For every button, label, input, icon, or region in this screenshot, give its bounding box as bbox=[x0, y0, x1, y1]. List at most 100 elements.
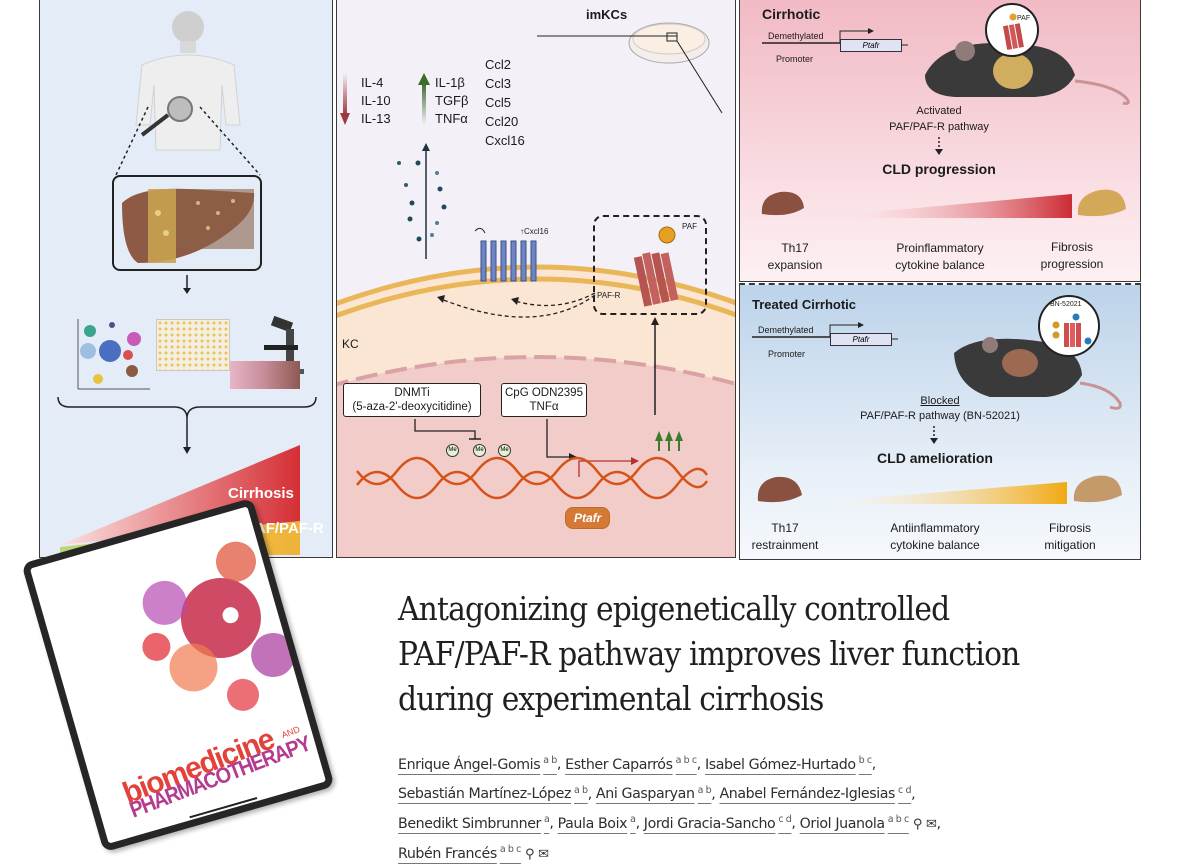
outcome-label: expansion bbox=[767, 258, 823, 272]
author-affiliation[interactable]: c d bbox=[898, 784, 912, 796]
author-affiliation[interactable]: b c bbox=[858, 755, 872, 766]
person-icon[interactable]: ⚲ bbox=[524, 846, 535, 862]
liver-stages-box bbox=[112, 175, 262, 271]
dashed-down-arrow bbox=[935, 137, 943, 155]
antiinflammatory-gradient-bar bbox=[845, 482, 1067, 504]
mail-icon[interactable]: ✉ bbox=[925, 817, 937, 833]
chemokine: Ccl20 bbox=[485, 114, 519, 129]
author-affiliation[interactable]: a b bbox=[574, 784, 588, 796]
author-affiliation[interactable]: a bbox=[630, 814, 636, 826]
liver-icon bbox=[122, 188, 255, 263]
dnmti-box: DNMTi (5-aza-2'-deoxycitidine) bbox=[343, 383, 481, 417]
proinflammatory-gradient-bar bbox=[850, 194, 1072, 218]
down-arrow-red-icon bbox=[340, 73, 350, 125]
methyl-group-icon: Me bbox=[498, 444, 511, 457]
dashed-down-arrow bbox=[930, 426, 938, 444]
person-icon[interactable]: ⚲ bbox=[912, 817, 923, 833]
kc-label: KC bbox=[342, 337, 359, 351]
journal-cover-artwork bbox=[142, 541, 296, 711]
paf-receptor-icon bbox=[1003, 13, 1024, 50]
up-cytokine: TNFα bbox=[435, 111, 468, 126]
chemokine: Ccl3 bbox=[485, 76, 512, 91]
inset-paf-label: PAF bbox=[1017, 15, 1031, 22]
pathway-line-2: PAF/PAF-R pathway (BN-52021) bbox=[860, 410, 1020, 422]
panel-cirrhotic: Cirrhotic Ptafr Demethylated Promoter PA… bbox=[739, 0, 1141, 282]
up-cytokine: IL-1β bbox=[435, 75, 465, 90]
author-affiliation[interactable]: a b c bbox=[887, 814, 910, 826]
outcome-label: cytokine balance bbox=[895, 258, 985, 272]
ptafr-gene-box: Ptafr bbox=[830, 333, 892, 346]
author-affiliation[interactable]: c d bbox=[778, 814, 792, 826]
author-affiliation[interactable]: a bbox=[543, 814, 550, 826]
zoom-lines bbox=[115, 106, 261, 176]
tablet-home-bar bbox=[189, 797, 258, 819]
dnmti-line: (5-aza-2'-deoxycitidine) bbox=[352, 401, 472, 413]
outcome-label: Proinflammatory bbox=[896, 241, 984, 255]
author-affiliation[interactable]: a b bbox=[543, 755, 557, 766]
panel-human-study: Cirrhosis PAF/PAF-R bbox=[39, 0, 333, 558]
cpg-line: CpG ODN2395 bbox=[505, 387, 583, 399]
cxcl16-label: ↑Cxcl16 bbox=[520, 227, 549, 236]
secretion-arrow bbox=[397, 143, 447, 259]
article-title: Antagonizing epigenetically controlled P… bbox=[398, 586, 1020, 721]
author-affiliation[interactable]: a b c bbox=[675, 755, 698, 766]
cirrhotic-title: Cirrhotic bbox=[762, 6, 821, 22]
down-cytokine: IL-4 bbox=[361, 75, 384, 90]
down-cytokine: IL-13 bbox=[361, 111, 391, 126]
cirrhosis-label: Cirrhosis bbox=[228, 485, 294, 502]
up-arrow-green-icon bbox=[418, 73, 430, 125]
author-separator: , bbox=[549, 816, 558, 833]
cxcl16-receptor-icon bbox=[474, 227, 537, 282]
down-arrow-icon bbox=[183, 275, 191, 294]
pathway-line-1: Activated bbox=[916, 105, 962, 117]
author-affiliation[interactable]: a b c bbox=[499, 844, 522, 856]
promoter-label-2: Promoter bbox=[776, 54, 814, 64]
ptafr-gene-box: Ptafr bbox=[840, 39, 902, 52]
outcome-label: Fibrosis bbox=[1050, 240, 1093, 254]
healthy-liver-icon bbox=[757, 476, 802, 503]
paf-pafr-label: PAF/PAF-R bbox=[246, 520, 324, 537]
article-title-line: PAF/PAF-R pathway improves liver functio… bbox=[398, 634, 1020, 673]
methyl-group-icon: Me bbox=[473, 444, 486, 457]
author-separator: , bbox=[696, 756, 705, 773]
author-separator: , bbox=[936, 816, 941, 833]
article-title-line: during experimental cirrhosis bbox=[398, 679, 824, 718]
author-separator: , bbox=[871, 756, 877, 773]
cpg-box: CpG ODN2395 TNFα bbox=[501, 383, 587, 417]
up-cytokine: TGFβ bbox=[435, 93, 469, 108]
paf-receptor-icon bbox=[633, 226, 679, 307]
mail-icon[interactable]: ✉ bbox=[538, 846, 549, 862]
outcome-label: Th17 bbox=[771, 521, 799, 535]
author-affiliation[interactable]: a b bbox=[697, 784, 712, 796]
promoter-label-1: Demethylated bbox=[758, 325, 814, 335]
imkcs-label: imKCs bbox=[586, 7, 628, 22]
article-title-line: Antagonizing epigenetically controlled bbox=[398, 589, 950, 628]
pathway-line-2: PAF/PAF-R pathway bbox=[889, 121, 989, 133]
down-cytokine: IL-10 bbox=[361, 93, 391, 108]
panel-treated-cirrhotic: Treated Cirrhotic Ptafr Demethylated Pro… bbox=[739, 283, 1141, 560]
chemokine: Cxcl16 bbox=[485, 133, 525, 148]
fibrotic-liver-icon bbox=[1077, 189, 1126, 217]
paf-receptor-highlight-box bbox=[593, 215, 707, 315]
outcome-label: progression bbox=[1040, 257, 1104, 271]
